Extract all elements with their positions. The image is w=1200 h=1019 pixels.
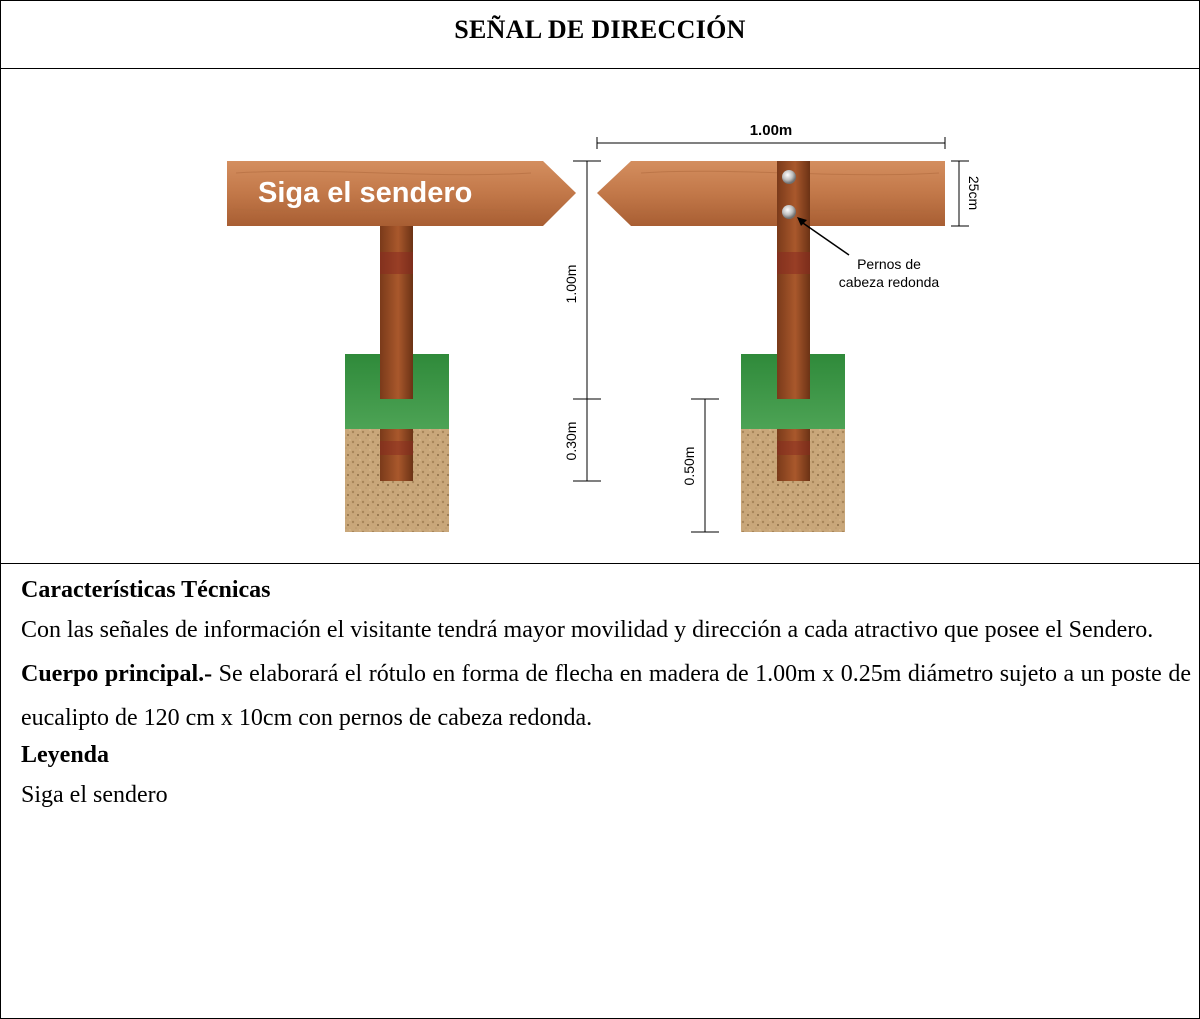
tech-heading: Características Técnicas (21, 577, 271, 603)
dimension-base-depth: 0.50m (681, 398, 719, 533)
dim-board-height-label: 25cm (966, 176, 982, 210)
dim-post-buried-label: 0.30m (563, 422, 579, 461)
bolts-callout: Pernos de cabeza redonda (797, 217, 939, 290)
dimension-board-height: 25cm (951, 160, 982, 227)
legend-heading: Leyenda (21, 742, 110, 768)
left-arrow-board: Siga el sendero (227, 161, 576, 226)
figure-row: Siga el sendero 1.00m 1.00m 0.30m (1, 69, 1199, 564)
body-text: Se elaborará el rótulo en forma de flech… (21, 661, 1191, 731)
dimension-post-height: 1.00m 0.30m (563, 160, 601, 482)
bolt-icon (782, 170, 796, 219)
dim-base-depth-label: 0.50m (681, 447, 697, 486)
right-arrow-board (597, 161, 945, 226)
body-label: Cuerpo principal.- (21, 661, 213, 687)
legend-text: Siga el sendero (21, 782, 168, 808)
tech-paragraph: Con las señales de información el visita… (21, 617, 1154, 643)
sign-diagram: Siga el sendero 1.00m 1.00m 0.30m (227, 122, 982, 533)
body-paragraph: Cuerpo principal.- Se elaborará el rótul… (21, 652, 1191, 740)
bolts-label-line2: cabeza redonda (839, 274, 940, 290)
bolts-label-line1: Pernos de (857, 256, 921, 272)
description-area: Características Técnicas Con las señales… (21, 563, 1191, 817)
dimension-width: 1.00m (596, 122, 946, 149)
page-title: SEÑAL DE DIRECCIÓN (454, 15, 746, 44)
right-post (777, 161, 810, 481)
dim-width-label: 1.00m (750, 122, 793, 139)
left-post (380, 226, 413, 481)
title-row: SEÑAL DE DIRECCIÓN (1, 1, 1199, 69)
sign-text: Siga el sendero (258, 177, 472, 209)
dim-post-above-label: 1.00m (563, 265, 579, 304)
